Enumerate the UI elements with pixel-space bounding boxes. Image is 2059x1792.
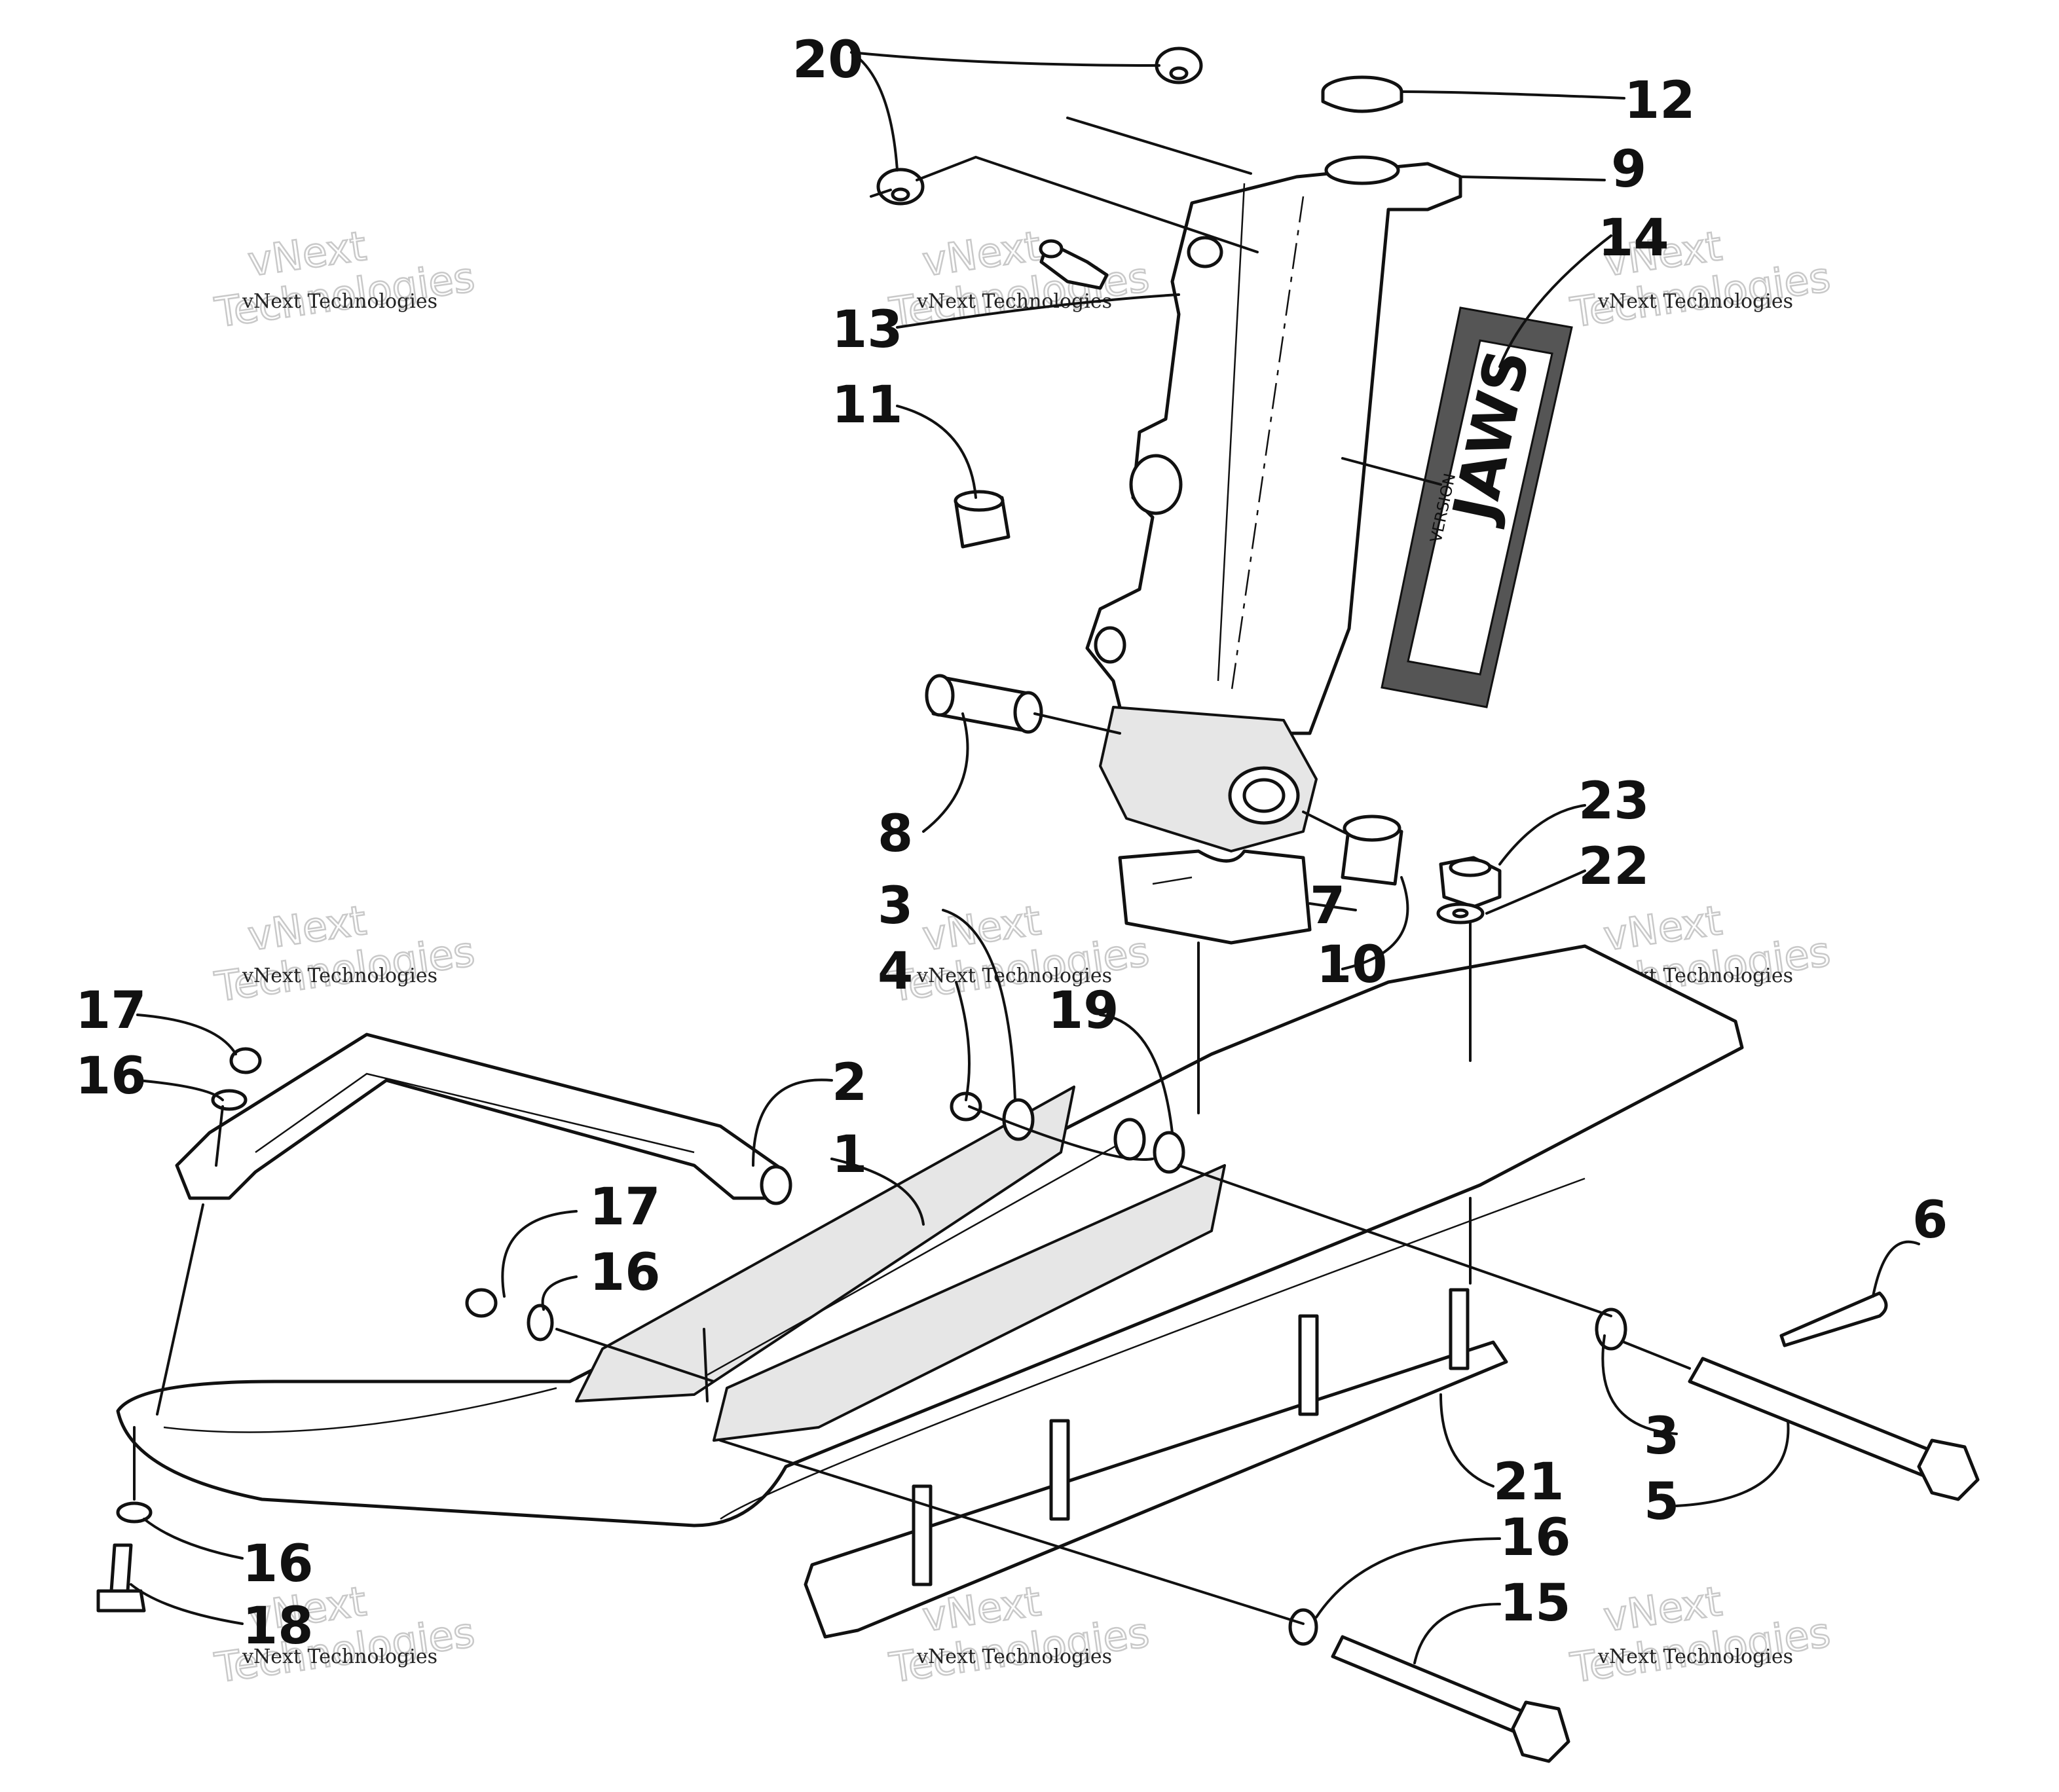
callout-11: 11 xyxy=(832,376,903,435)
callout-7: 7 xyxy=(1310,877,1345,936)
nut-part-23 xyxy=(1439,856,1502,909)
grease-fitting-part-13 xyxy=(1039,239,1109,290)
rubber-block-part-7 xyxy=(1118,849,1312,945)
watermark: vNext Technologies vNext Technologies xyxy=(211,896,478,1012)
bushing-part-8 xyxy=(925,674,1043,734)
callout-20: 20 xyxy=(792,31,864,90)
callout-5: 5 xyxy=(1644,1472,1679,1531)
callout-6: 6 xyxy=(1912,1191,1948,1250)
callout-22: 22 xyxy=(1578,837,1650,896)
bushing-part-11 xyxy=(954,490,1011,549)
decal-part-14: JAWS VERSION xyxy=(1381,306,1573,708)
callout-4: 4 xyxy=(878,942,913,1001)
callout-9: 9 xyxy=(1611,140,1646,199)
callout-8: 8 xyxy=(878,805,913,864)
svg-text:vNext Technologies: vNext Technologies xyxy=(916,1645,1112,1668)
watermark: vNext Technologies vNext Technologies xyxy=(1567,1577,1834,1693)
svg-text:vNext Technologies: vNext Technologies xyxy=(1597,290,1793,313)
callout-15: 15 xyxy=(1500,1574,1571,1633)
callout-21: 21 xyxy=(1493,1453,1565,1512)
bolt-part-18 xyxy=(96,1543,146,1613)
callout-23: 23 xyxy=(1578,772,1650,831)
callout-16-right: 16 xyxy=(1500,1509,1571,1567)
callout-12: 12 xyxy=(1624,71,1696,130)
svg-text:vNext Technologies: vNext Technologies xyxy=(242,1645,437,1668)
wear-bar-part-21 xyxy=(804,1288,1508,1639)
callout-17-mid: 17 xyxy=(589,1178,661,1237)
watermark: vNext Technologies vNext Technologies xyxy=(211,221,478,338)
svg-text:vNext Technologies: vNext Technologies xyxy=(916,290,1112,313)
callout-14: 14 xyxy=(1598,209,1669,268)
callout-labels: 20 12 9 14 13 11 8 23 22 7 10 3 4 19 17 … xyxy=(75,31,1948,1656)
bolt-part-15 xyxy=(1331,1635,1570,1763)
callout-16-bottom: 16 xyxy=(242,1535,314,1594)
bushing-part-10 xyxy=(1341,814,1403,886)
spindle-part-9 xyxy=(1085,155,1462,735)
svg-text:vNext Technologies: vNext Technologies xyxy=(916,964,1112,987)
callout-2: 2 xyxy=(832,1053,867,1112)
svg-text:vNext Technologies: vNext Technologies xyxy=(242,964,437,987)
callout-17-left: 17 xyxy=(75,981,147,1040)
callout-19: 19 xyxy=(1048,981,1119,1040)
washer-part-22 xyxy=(1436,902,1485,924)
callout-16-mid: 16 xyxy=(589,1243,661,1302)
cotter-pin-part-6 xyxy=(1779,1291,1888,1347)
callout-3-upper: 3 xyxy=(878,877,913,936)
cap-part-12 xyxy=(1321,75,1403,113)
callout-10: 10 xyxy=(1316,936,1388,995)
svg-text:vNext Technologies: vNext Technologies xyxy=(1597,1645,1793,1668)
ski-part-1 xyxy=(116,944,1744,1527)
bolt-part-5 xyxy=(1688,1357,1980,1501)
callout-13: 13 xyxy=(832,301,903,359)
callout-16-left: 16 xyxy=(75,1047,147,1106)
callout-1: 1 xyxy=(832,1125,867,1184)
svg-text:vNext Technologies: vNext Technologies xyxy=(242,290,437,313)
callout-3-lower: 3 xyxy=(1644,1407,1679,1466)
grommet-part-20 xyxy=(870,46,1203,206)
handle-part-2 xyxy=(175,1033,792,1205)
spindle-lower-bracket xyxy=(1099,706,1318,852)
small-hardware xyxy=(116,1047,1627,1646)
callout-18: 18 xyxy=(242,1597,314,1656)
leader-lines xyxy=(130,51,1920,1664)
